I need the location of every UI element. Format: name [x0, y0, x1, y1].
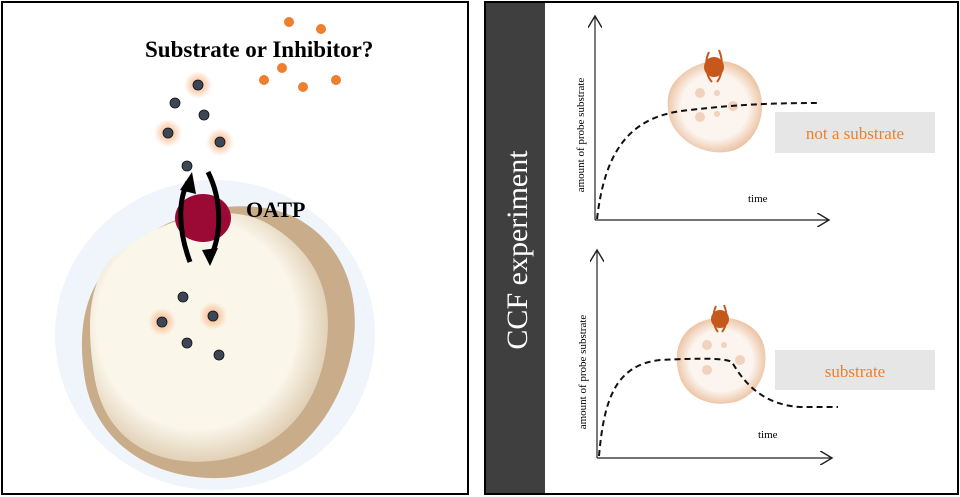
top-xlabel: time [748, 193, 768, 205]
arrow-up-head [180, 172, 196, 194]
bottom-ylabel: amount of probe substrate [577, 315, 589, 430]
top-result-box [775, 112, 935, 153]
bottom-result-label: substrate [825, 362, 885, 381]
side-strip [486, 3, 545, 493]
bottom-chart: amount of probe substrate time substrate [577, 250, 935, 458]
side-label: CCF experiment [501, 150, 534, 350]
molecules-outside [154, 71, 234, 172]
bottom-xlabel: time [758, 429, 778, 441]
bottom-cell-icon [676, 304, 766, 404]
molecules-inside [148, 291, 227, 361]
left-panel: Substrate or Inhibitor? OATP [1, 1, 469, 495]
top-chart: amount of probe substrate time not a sub… [575, 16, 935, 220]
top-result-label: not a substrate [806, 124, 904, 143]
top-curve [596, 102, 821, 220]
oatp-label: OATP [246, 197, 305, 222]
left-title: Substrate or Inhibitor? [145, 37, 373, 62]
bottom-result-box [775, 350, 935, 390]
right-panel: CCF experiment amount of probe substrate… [484, 1, 959, 495]
inhibitor-molecules [259, 17, 341, 92]
arrow-down-head [202, 248, 218, 266]
top-ylabel: amount of probe substrate [575, 78, 587, 193]
bottom-curve [598, 357, 838, 457]
hepatocyte-cell [55, 180, 375, 490]
